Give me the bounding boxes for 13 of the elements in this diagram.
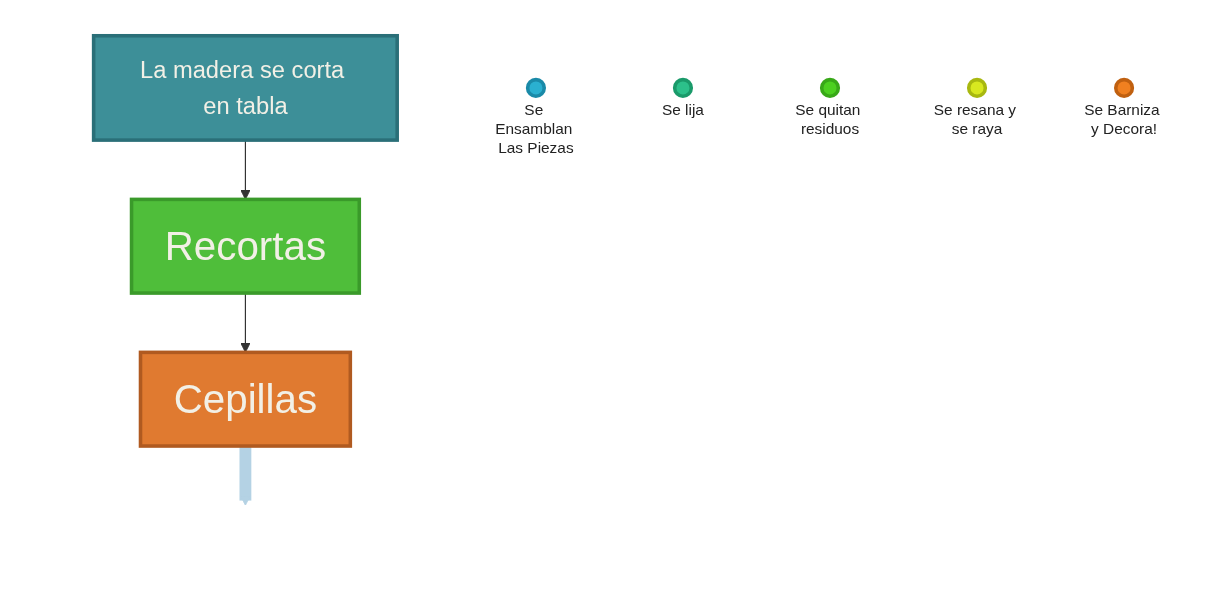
step-caption: Se quitan residuos — [794, 101, 860, 138]
step-circle — [966, 77, 987, 98]
step-circle — [525, 77, 546, 98]
process-box: Cepillas — [138, 350, 352, 448]
step-caption: Se Barniza y Decora! — [1083, 101, 1160, 138]
process-box: La madera se corta en tabla — [91, 34, 399, 142]
step-circle — [672, 77, 693, 98]
step-caption: Se lija — [661, 101, 704, 119]
step-caption: Se Ensamblan Las Piezas — [494, 101, 574, 157]
step-circle — [819, 77, 840, 98]
process-box: Recortas — [129, 197, 361, 295]
step-caption: Se resana y se raya — [933, 101, 1016, 138]
step-circle — [1113, 77, 1134, 98]
